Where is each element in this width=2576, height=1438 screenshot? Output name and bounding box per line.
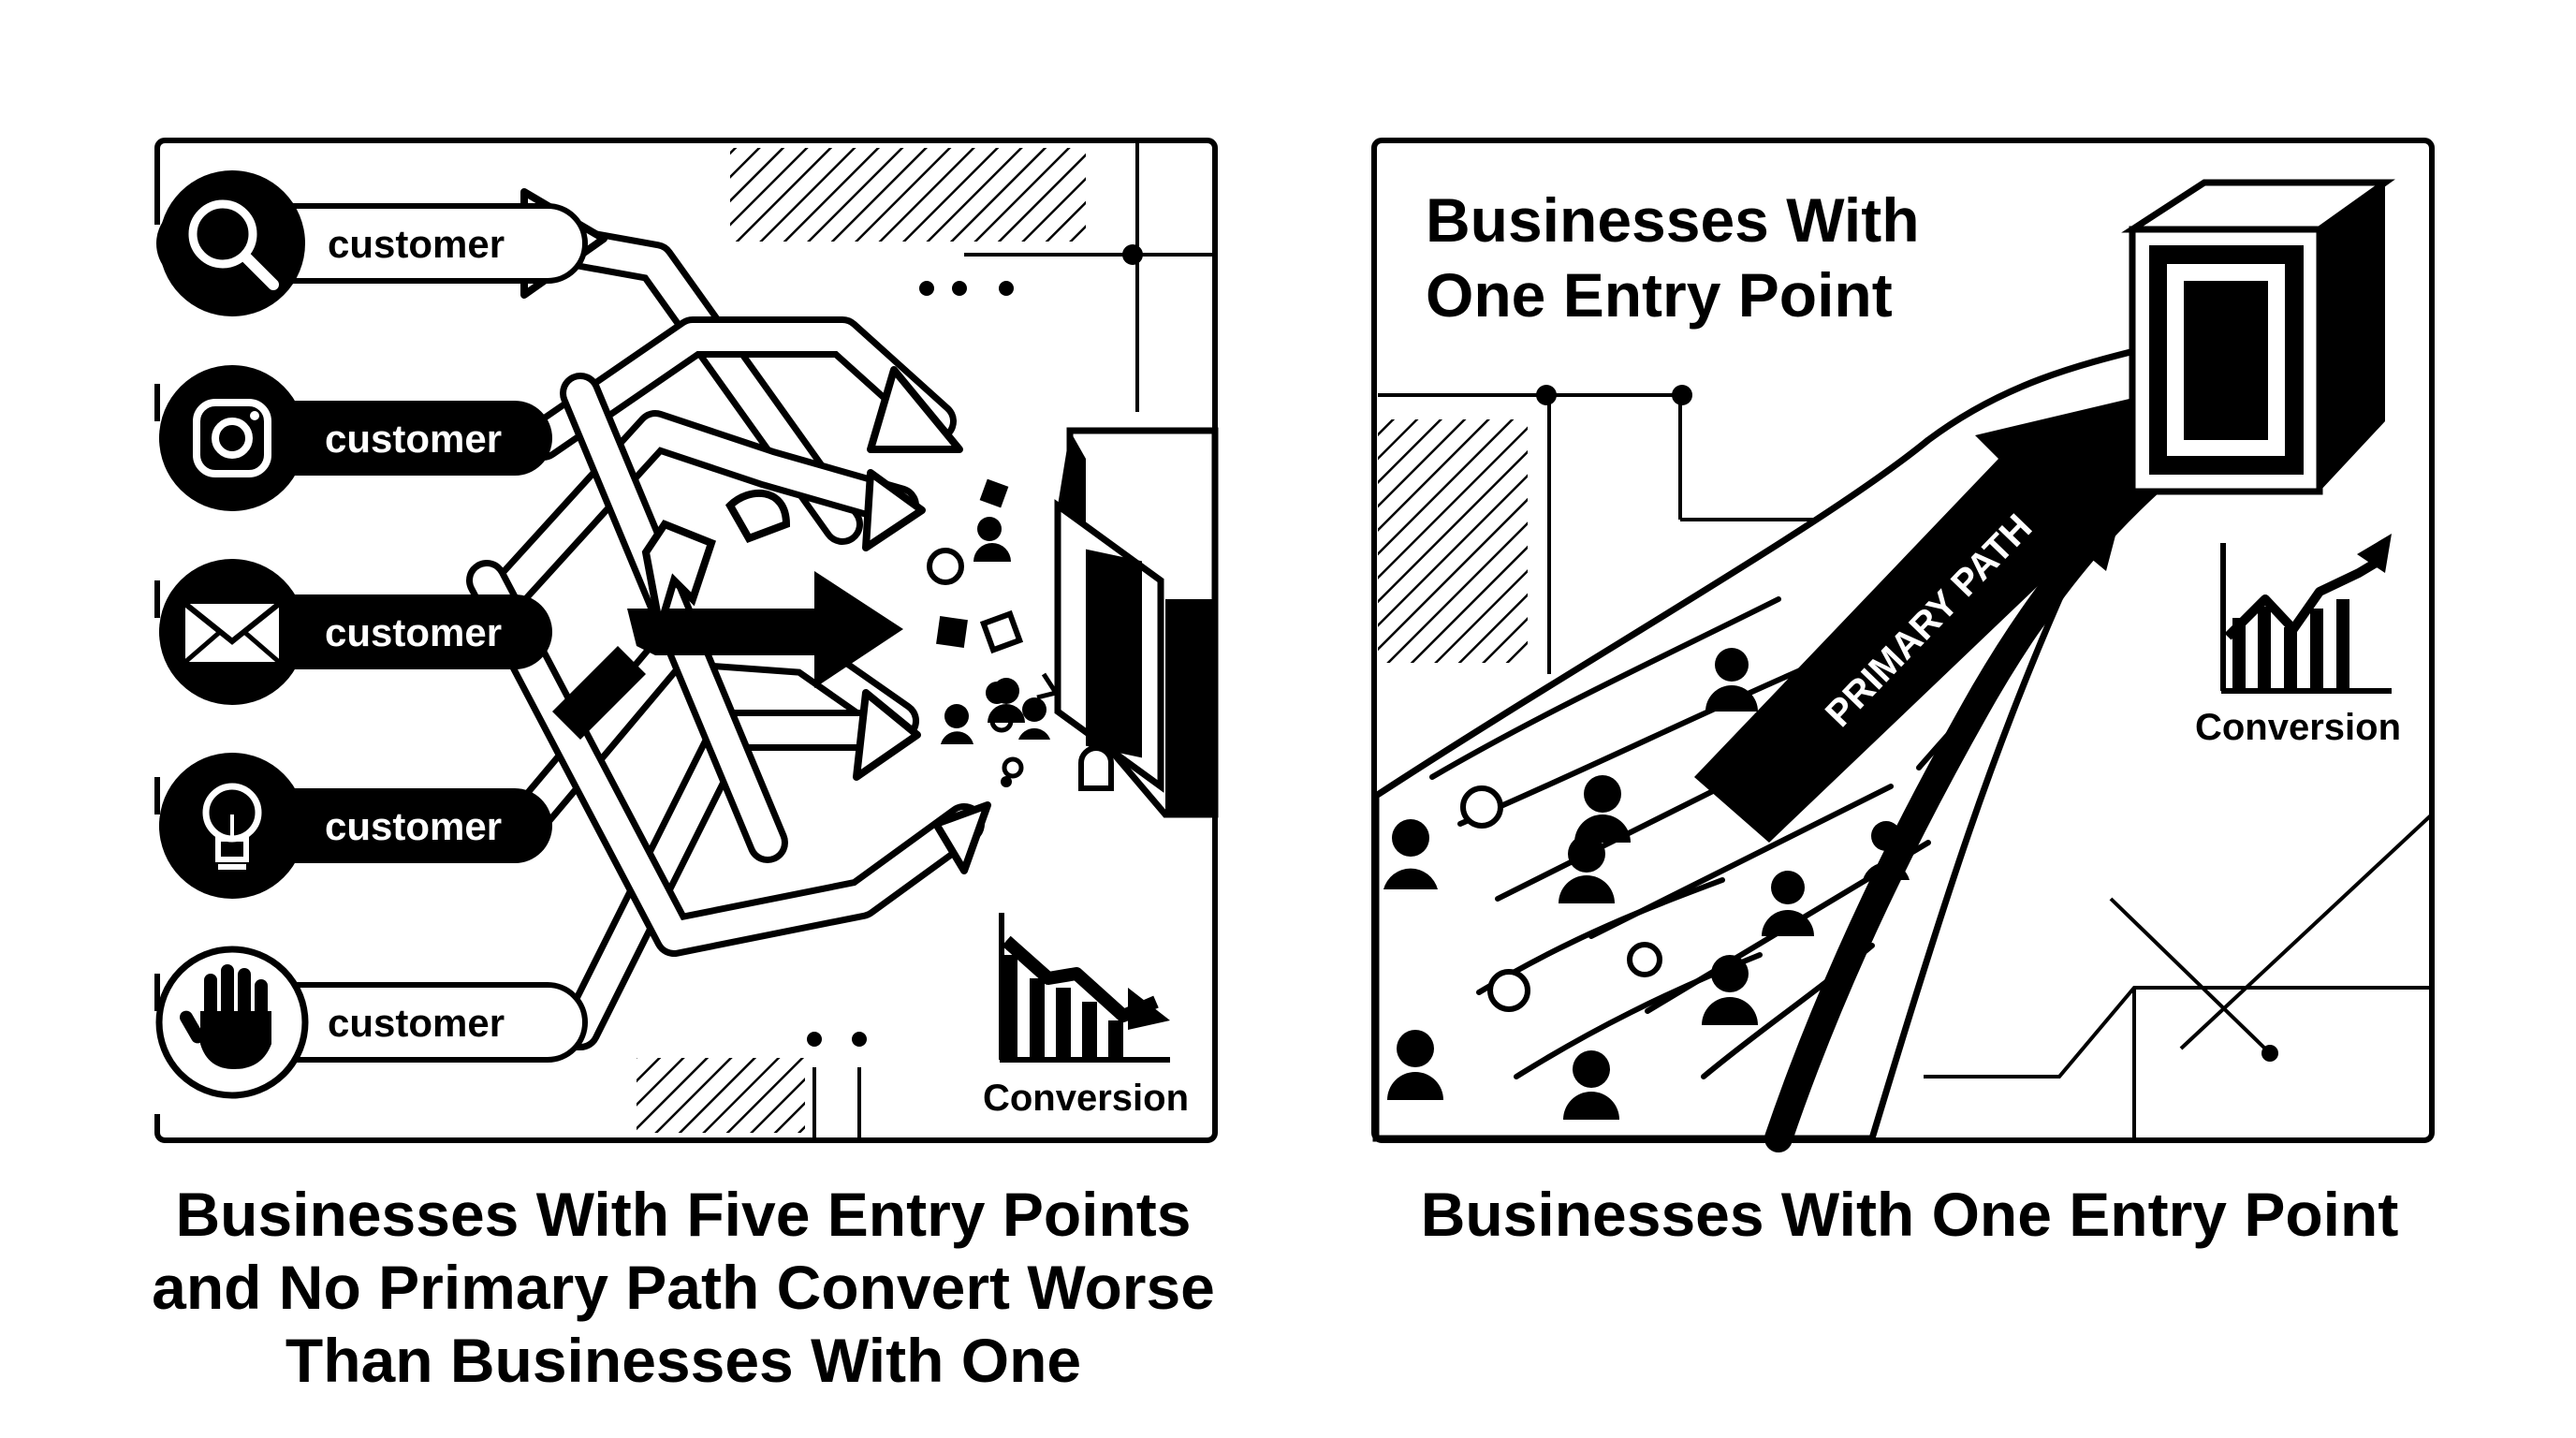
hatch-right (1378, 419, 1528, 663)
hand-icon (180, 964, 271, 1069)
entry-point-lightbulb: customer (159, 753, 552, 899)
entry-point-mail: customer (159, 559, 552, 705)
left-chart-label: Conversion (983, 1078, 1189, 1119)
left-caption: Businesses With Five Entry Points and No… (112, 1178, 1254, 1397)
conversion-chart-down (999, 913, 1170, 1063)
scattered-debris (927, 478, 1114, 791)
right-caption-line: Businesses With One Entry Point (1420, 1180, 2399, 1249)
instagram-icon (193, 399, 271, 477)
entry-point-instagram: customer (159, 365, 552, 511)
entry-point-search: customer (156, 170, 588, 316)
mail-icon (183, 601, 281, 664)
left-panel: Conversion customer customer (150, 138, 1219, 1143)
hatch-top (730, 148, 1086, 242)
search-icon (188, 199, 279, 290)
entry-label-3: customer (325, 610, 502, 654)
conversion-doorway (2121, 179, 2395, 495)
right-title-line-1: Businesses With (1426, 185, 1920, 255)
right-panel-frame (1371, 138, 2435, 1143)
right-caption: Businesses With One Entry Point (1367, 1178, 2452, 1251)
right-chart-label: Conversion (2195, 707, 2401, 748)
right-panel: Businesses With One Entry Point (1371, 138, 2435, 1152)
lightbulb-icon (202, 783, 262, 870)
left-caption-line-3: Than Businesses With One (285, 1326, 1082, 1395)
conversion-chart-up (2220, 534, 2392, 694)
entry-point-hand: customer (155, 946, 588, 1099)
entry-label-2: customer (325, 417, 502, 461)
left-caption-line-2: and No Primary Path Convert Worse (152, 1253, 1215, 1322)
broken-main-arrow (627, 571, 903, 688)
entry-label-1: customer (328, 222, 505, 266)
conversion-block (1054, 427, 1219, 818)
entry-label-5: customer (328, 1001, 505, 1045)
hatch-bottom (637, 1058, 805, 1133)
entry-label-4: customer (325, 804, 502, 848)
right-title-line-2: One Entry Point (1426, 260, 1893, 330)
left-caption-line-1: Businesses With Five Entry Points (175, 1180, 1192, 1249)
crowd (1383, 648, 1910, 1120)
